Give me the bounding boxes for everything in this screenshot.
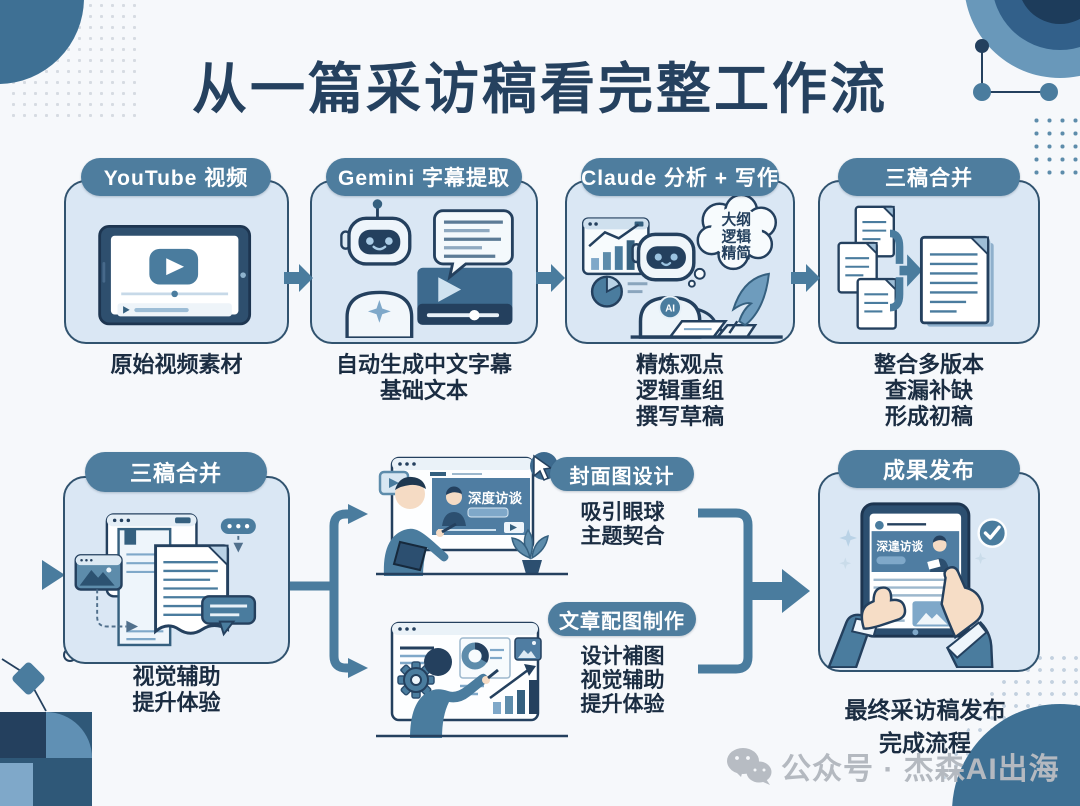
small-documents xyxy=(837,205,897,330)
bar-chart-icon xyxy=(489,664,537,714)
gemini-robot-illustration xyxy=(339,199,514,338)
camera-dot-icon xyxy=(239,272,246,278)
right-hand xyxy=(940,566,994,668)
svg-text:逻辑: 逻辑 xyxy=(721,227,751,245)
step3-caption: 精炼观点 逻辑重组 撰写草稿 xyxy=(635,352,724,429)
step3-badge: Claude 分析 + 写作 xyxy=(581,158,779,196)
clipboard xyxy=(392,540,428,572)
merge-arrow-icon xyxy=(889,229,923,312)
cover-design-badge: 封面图设计 xyxy=(550,457,694,491)
check-badge-icon xyxy=(977,518,1008,548)
step2-card xyxy=(310,180,538,344)
thought-bubble: 大纲 逻辑 精简 xyxy=(687,193,778,288)
speech-bubble xyxy=(432,209,514,281)
dashed-flow-arrows xyxy=(96,535,240,628)
merged-document-stack xyxy=(919,235,994,327)
article-figures-illustration xyxy=(376,621,568,738)
step4-card xyxy=(818,180,1040,344)
chat-bubble-icon xyxy=(201,595,257,637)
presenter-person xyxy=(383,476,457,576)
geometric-decoration-bottom-left xyxy=(0,648,92,806)
merge-connector xyxy=(698,508,810,674)
arrow-right-icon xyxy=(536,264,565,292)
watermark-footer: 公众号 · 杰森AI出海 xyxy=(726,744,1060,788)
merge-documents-illustration xyxy=(837,205,994,330)
merge-review-card xyxy=(63,476,290,664)
claude-writing-illustration: AI 大纲 逻辑 精简 xyxy=(581,193,783,339)
ai-chest-label: AI xyxy=(665,303,675,314)
arrow-right-icon xyxy=(42,560,65,590)
play-icon xyxy=(437,277,461,302)
more-options-pill xyxy=(220,518,256,534)
sparkle-icon xyxy=(367,300,391,323)
cover-design-illustration: 深度访谈 xyxy=(376,452,568,576)
article-title-text: 深遑访谈 xyxy=(876,540,923,554)
step3-card: AI 大纲 逻辑 精简 xyxy=(565,180,795,344)
step1-badge: YouTube 视频 xyxy=(81,158,271,196)
image-placeholder-window xyxy=(74,554,123,591)
youtube-tablet-illustration xyxy=(97,224,251,326)
step1-caption: 原始视频素材 xyxy=(110,352,243,377)
documents-review-illustration xyxy=(74,513,257,647)
robot xyxy=(339,199,413,338)
play-icon xyxy=(510,524,517,531)
step1-card xyxy=(64,180,289,344)
sparkle-icon xyxy=(839,557,852,570)
publish-caption: 最终采访稿发布 完成流程 xyxy=(844,697,1006,756)
plant-icon xyxy=(511,528,549,574)
step4-caption: 整合多版本 查漏补缺 形成初稿 xyxy=(873,352,984,429)
sparkle-icon xyxy=(974,552,987,565)
merge-review-badge: 三稿合并 xyxy=(85,452,267,492)
video-title-text: 深度访谈 xyxy=(468,490,522,506)
wechat-icon xyxy=(727,748,772,785)
publish-card: 深遑访谈 xyxy=(818,472,1040,672)
left-hand xyxy=(827,586,907,668)
quill-icon xyxy=(728,272,770,334)
step2-caption: 自动生成中文字幕 基础文本 xyxy=(335,352,512,403)
designer-person xyxy=(410,648,499,738)
watermark-text: 公众号 · 杰森AI出海 xyxy=(781,753,1060,786)
node-connector-decoration xyxy=(973,39,1058,101)
arrow-right-icon xyxy=(791,264,820,292)
publish-badge: 成果发布 xyxy=(838,450,1020,488)
article-figures-caption: 设计補图 视觉辅助 提升体验 xyxy=(580,645,665,716)
merge-review-caption: 视觉辅助 提升体验 xyxy=(132,664,221,715)
svg-text:大纲: 大纲 xyxy=(721,210,751,228)
sparkle-icon xyxy=(839,529,857,547)
branch-connector xyxy=(288,504,368,678)
step2-badge: Gemini 字幕提取 xyxy=(326,158,522,196)
step4-badge: 三稿合并 xyxy=(838,158,1020,196)
mini-play-icon xyxy=(122,306,130,314)
dot-grid-top-right xyxy=(1030,114,1080,180)
article-figures-badge: 文章配图制作 xyxy=(548,602,696,636)
svg-text:精简: 精简 xyxy=(721,244,751,262)
page-title: 从一篇采访稿看完整工作流 xyxy=(191,58,888,120)
tablet-publish-illustration: 深遑访谈 xyxy=(827,502,1008,668)
arrow-right-icon xyxy=(284,264,313,292)
browser-window: 深度访谈 xyxy=(390,456,535,552)
pie-chart-icon xyxy=(590,275,648,308)
gear-icon xyxy=(397,661,435,699)
cover-design-caption: 吸引眼球 主题契合 xyxy=(580,501,665,548)
